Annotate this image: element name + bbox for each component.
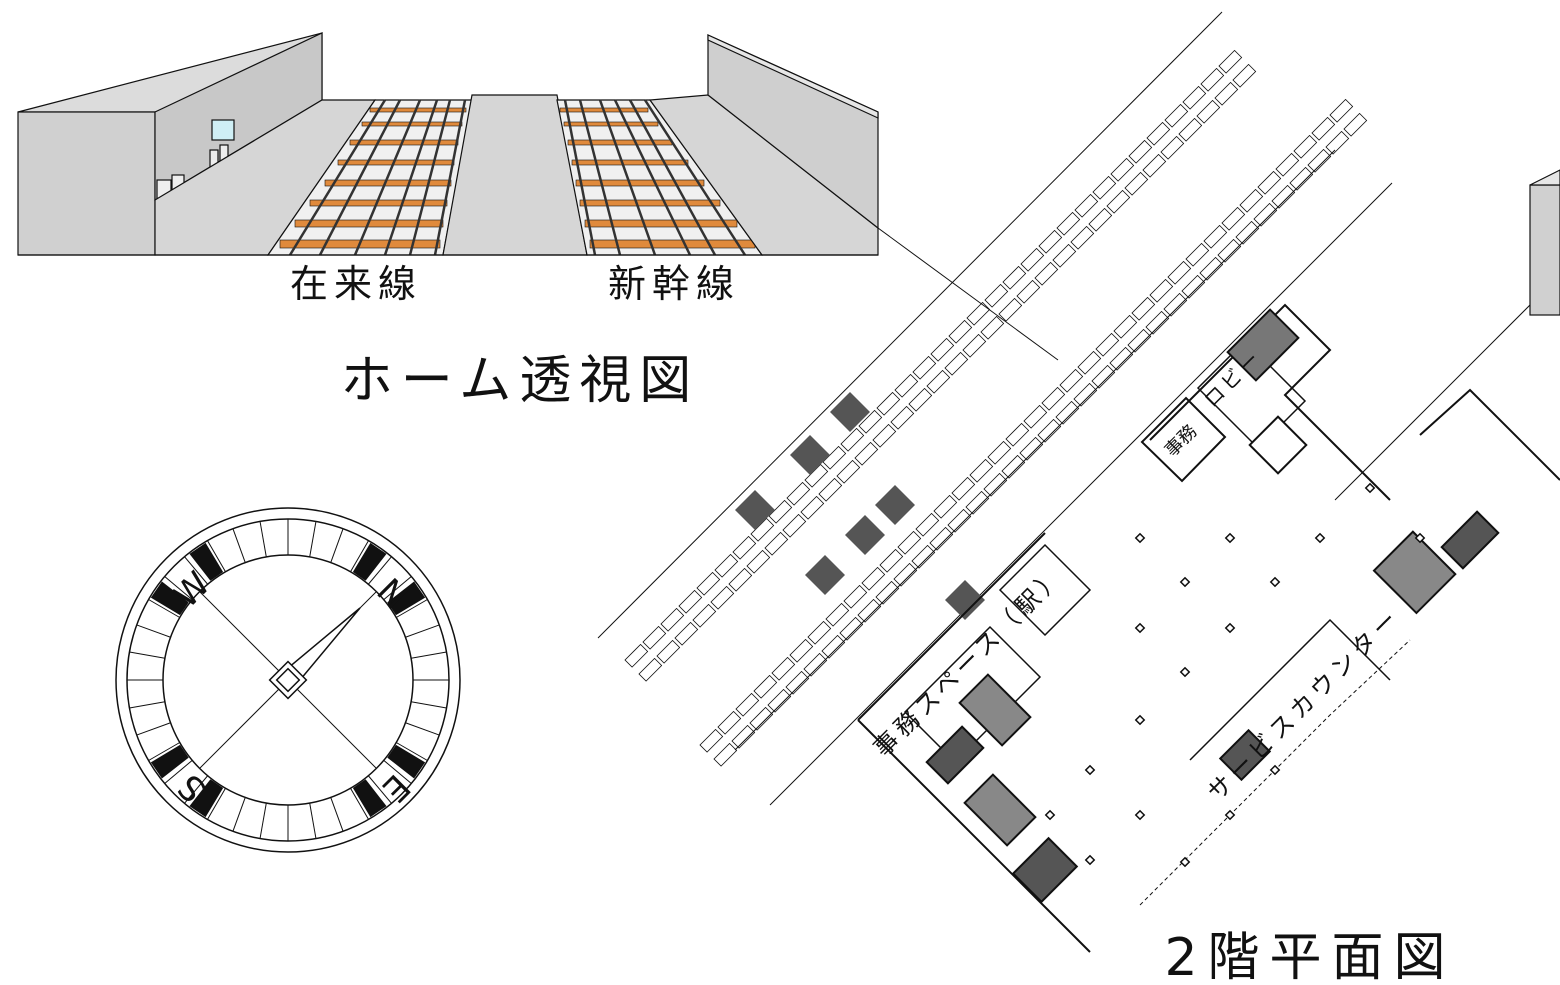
conventional-rails: [288, 99, 467, 256]
left-building-window: [211, 119, 235, 141]
plan-service-wall: [1189, 618, 1391, 761]
compass-outer-ring: [115, 507, 461, 853]
compass: [115, 507, 461, 853]
shinkansen-rails: [563, 99, 747, 256]
track-boundary-3: [769, 182, 1393, 806]
train-track-b: [699, 98, 1368, 767]
track-boundary-4: [1334, 274, 1560, 501]
track-boundary-1: [597, 11, 1223, 639]
room-station-office: [998, 543, 1092, 637]
plan-outer-wall-bottom: [1139, 639, 1411, 906]
floor-plan-title: 2階平面図: [1164, 928, 1455, 985]
perspective-title: ホーム透視図: [341, 351, 699, 411]
room-label-office-small: 事務: [1161, 421, 1201, 461]
track-boundary-2: [734, 149, 1336, 751]
conventional-line-label: 在来線: [290, 262, 422, 306]
right-edge-building: [1529, 169, 1560, 316]
compass-ticks: [127, 519, 449, 841]
plan-columns: [1044, 482, 1426, 868]
train-track-a: [624, 49, 1257, 682]
platform-perspective: [17, 32, 879, 256]
plan-outer-wall-right: [1419, 388, 1560, 481]
left-building-front: [17, 111, 156, 256]
plan-outer-wall-left: [857, 719, 1091, 953]
platform-stairs-upper: [735, 392, 985, 620]
room-office-small: [1140, 396, 1227, 483]
room-lobby: [1196, 339, 1307, 450]
plan-outer-wall-top: [857, 532, 1046, 721]
room-label-service-counter: サービスカウンター: [1202, 602, 1406, 806]
right-wall-top: [707, 34, 879, 119]
compass-black-marks: [150, 542, 426, 818]
floor-plan: [857, 303, 1560, 953]
shinkansen-line-label: 新幹線: [608, 262, 740, 306]
track-plan: [597, 11, 1560, 806]
leader-line: [877, 227, 1059, 361]
